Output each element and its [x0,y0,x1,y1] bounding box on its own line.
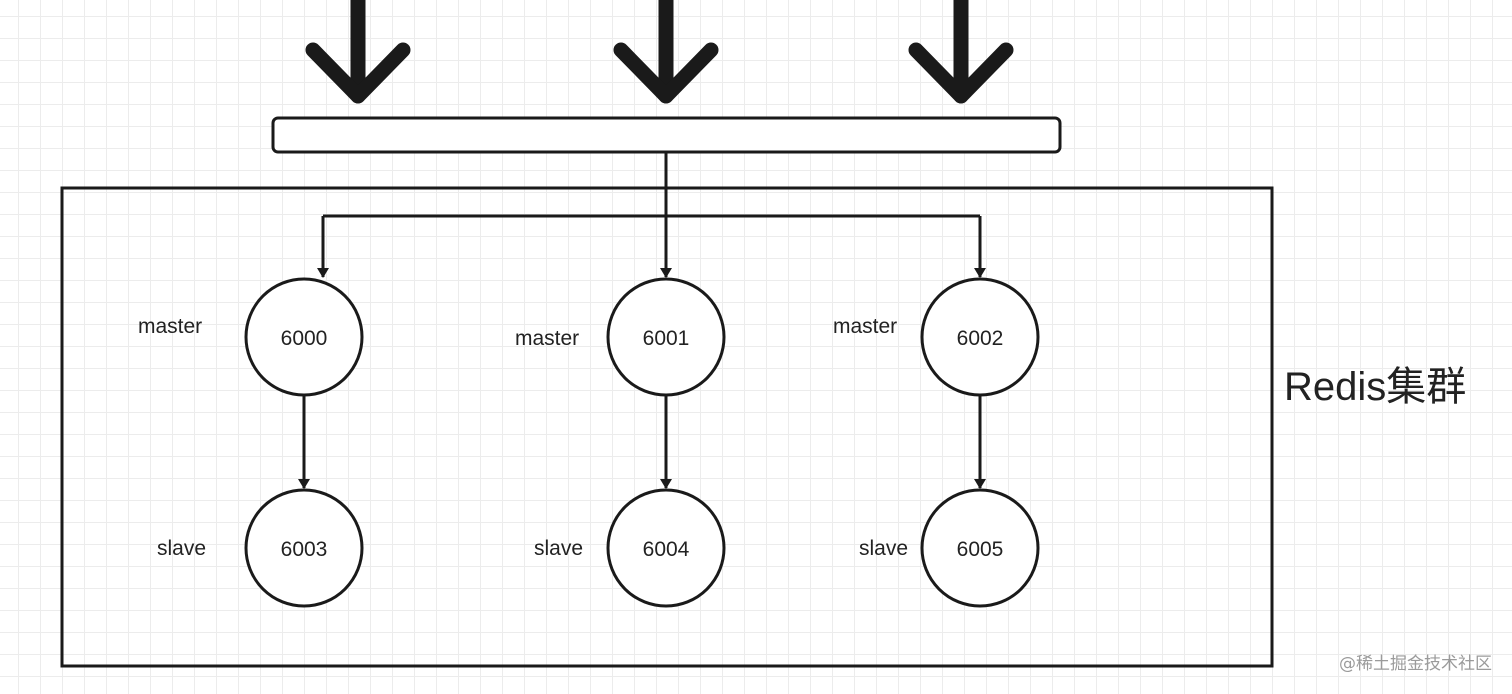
replication-edges [298,396,986,489]
role-label-master-6002: master [833,315,897,338]
node-6001: 6001 [606,277,726,397]
cluster-label: Redis集群 [1284,365,1466,409]
arrow-down-icon [613,0,719,104]
routing-edges [317,152,986,278]
node-port-label: 6000 [281,327,328,350]
incoming-arrows [305,0,1014,104]
node-port-label: 6002 [957,327,1004,350]
arrow-down-icon [305,0,411,104]
role-label-master-6000: master [138,315,202,338]
entry-bar [271,116,1062,154]
role-label-slave-6005: slave [859,537,908,560]
node-6000: 6000 [244,277,364,397]
node-port-label: 6001 [643,327,690,350]
node-port-label: 6004 [643,538,690,561]
node-6003: 6003 [244,488,364,608]
role-label-slave-6004: slave [534,537,583,560]
role-label-master-6001: master [515,327,579,350]
arrow-down-icon [908,0,1014,104]
node-port-label: 6005 [957,538,1004,561]
role-label-slave-6003: slave [157,537,206,560]
node-6004: 6004 [606,488,726,608]
watermark: @稀土掘金技术社区 [1339,654,1492,674]
node-port-label: 6003 [281,538,328,561]
node-6002: 6002 [920,277,1040,397]
node-6005: 6005 [920,488,1040,608]
